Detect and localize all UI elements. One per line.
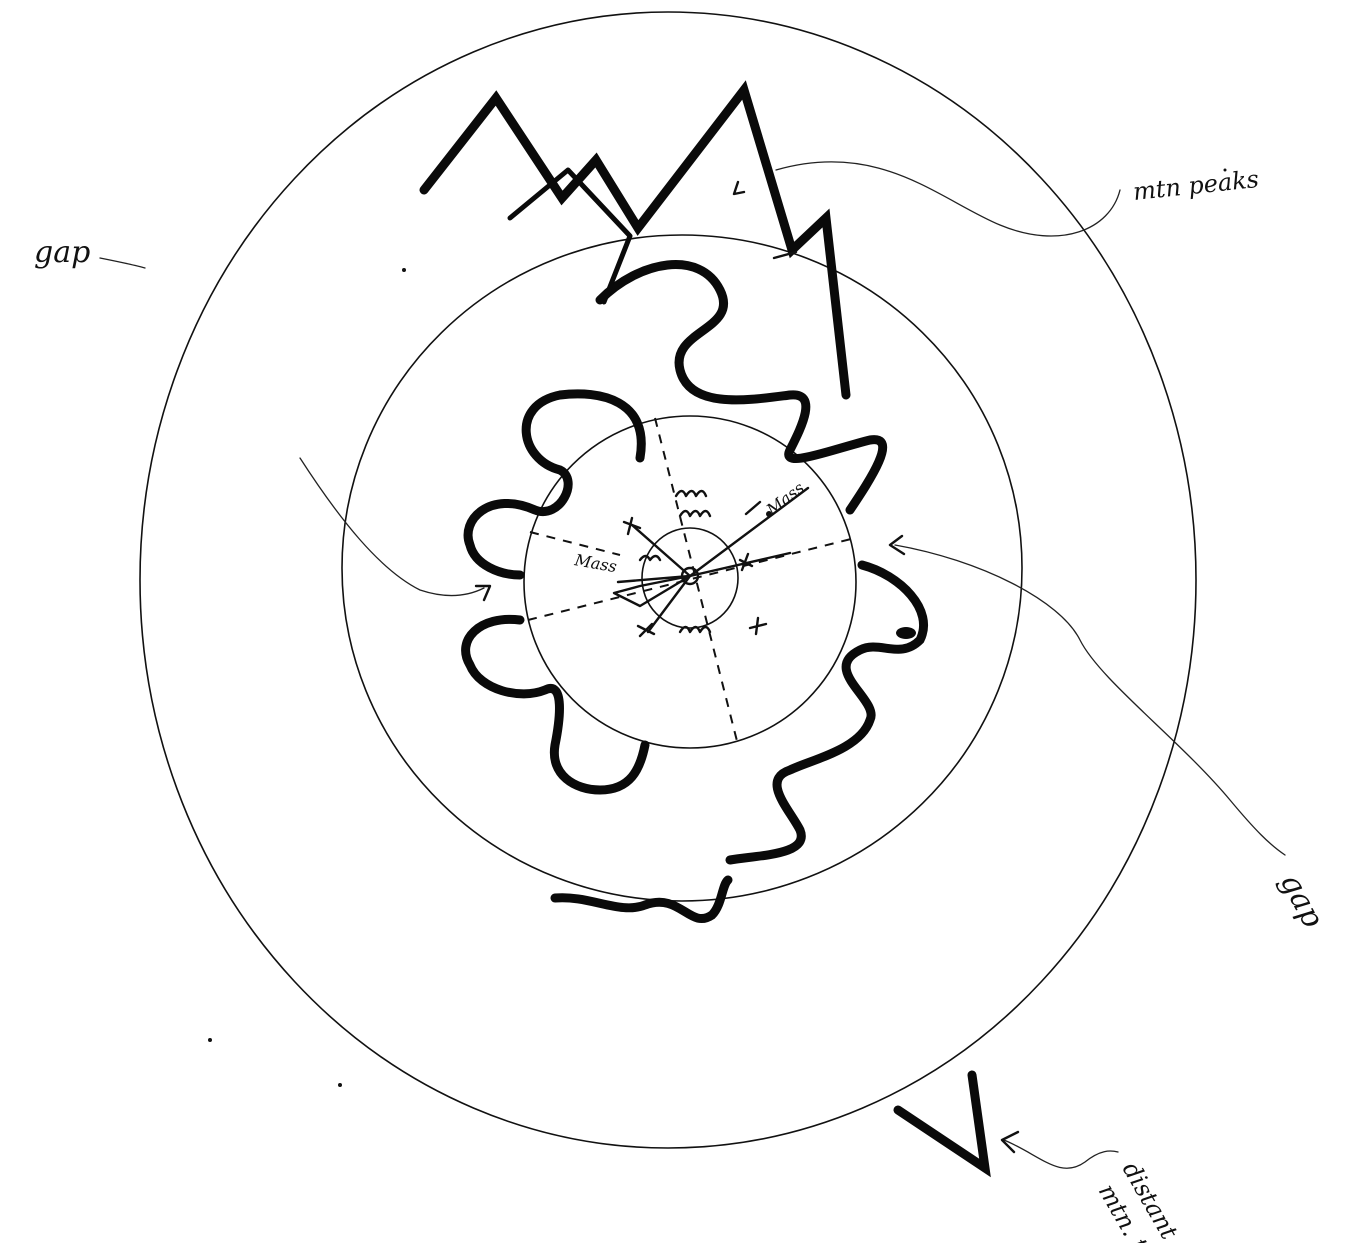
core-squiggle-top-2 xyxy=(680,511,710,516)
dashed-axis-left-mass xyxy=(530,532,620,555)
mtn-peaks-label: mtn peaks xyxy=(1132,165,1260,206)
gap-label-left: gap xyxy=(34,235,90,270)
wavy-contour-right xyxy=(730,565,924,860)
core-squiggle-bottom xyxy=(680,627,710,632)
core-squiggle-left xyxy=(640,556,660,560)
leader-distant-tip xyxy=(1004,1140,1118,1168)
inner-ring xyxy=(524,416,856,748)
mountain-peaks xyxy=(424,90,846,395)
leader-gap-right xyxy=(895,545,1285,855)
leader-gap-left xyxy=(100,258,145,268)
leader-gap-left-inner xyxy=(300,458,484,596)
stray-specks xyxy=(208,169,1227,1088)
mass-label-left: Mass xyxy=(572,550,618,576)
mountain-peaks-mark xyxy=(734,182,744,194)
wavy-contour-top-right xyxy=(600,265,883,510)
gap-label-right: gap xyxy=(1273,867,1330,933)
core-squiggle-top-1 xyxy=(676,491,706,496)
radius-line-upper-left xyxy=(632,525,690,576)
small-blob-right xyxy=(896,627,916,639)
distant-mountain-tip xyxy=(898,1075,985,1168)
mass-dot-right xyxy=(766,511,772,517)
